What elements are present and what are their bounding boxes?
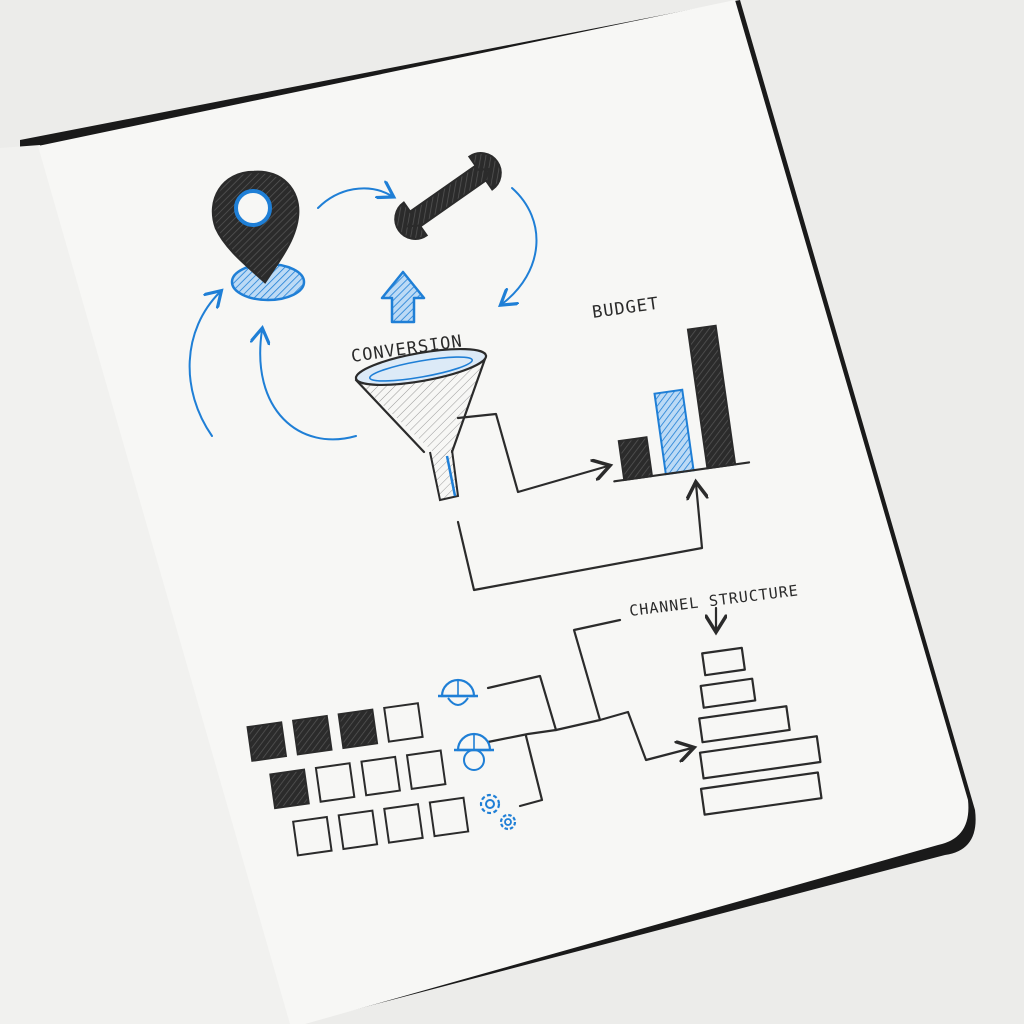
- empty-square: [383, 702, 424, 743]
- filled-square: [269, 768, 310, 810]
- empty-square: [337, 809, 379, 851]
- empty-square: [428, 796, 470, 838]
- stack-block: [701, 646, 746, 677]
- channel-connectors: [486, 618, 692, 808]
- funnel-to-chart-connector: [456, 412, 608, 494]
- filled-square: [246, 721, 288, 762]
- stack-block: [699, 677, 757, 709]
- funnel-lower-connector: [456, 484, 702, 592]
- channel-grid: [246, 702, 470, 857]
- budget-chart-baseline: [613, 461, 751, 483]
- empty-square: [383, 803, 424, 844]
- cycle-arrows: [188, 188, 538, 441]
- empty-square: [314, 762, 356, 803]
- filled-square: [291, 714, 333, 756]
- stack-block: [698, 705, 791, 744]
- channel-stack: [698, 646, 823, 816]
- empty-square: [405, 749, 447, 791]
- budget-bar: [617, 436, 654, 482]
- wrench-icon: [394, 152, 502, 240]
- left-page: [0, 145, 300, 1024]
- stack-block: [698, 735, 822, 780]
- hardhat-icon: [454, 732, 494, 771]
- empty-square: [360, 755, 401, 797]
- filled-square: [337, 708, 379, 750]
- location-pin-icon: [211, 170, 306, 302]
- stack-block: [699, 771, 823, 816]
- empty-square: [292, 815, 333, 857]
- budget-chart: [613, 324, 751, 483]
- gears-icon: [479, 793, 517, 831]
- up-arrow-icon: [380, 270, 426, 324]
- funnel-icon: [354, 347, 488, 502]
- hardhat-icon: [438, 678, 478, 706]
